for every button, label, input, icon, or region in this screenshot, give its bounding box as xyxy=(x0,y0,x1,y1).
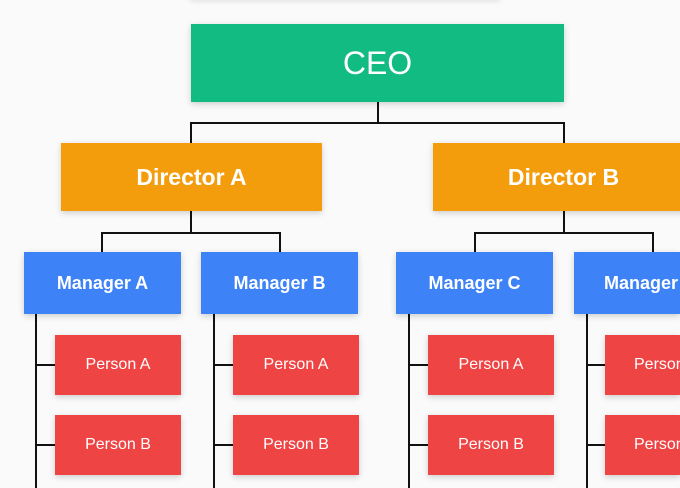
connector-ceo-horizontal xyxy=(190,122,565,124)
manager-b-label: Manager B xyxy=(233,272,326,293)
manager-d-label: Manager xyxy=(604,272,679,293)
connector-director-a-down xyxy=(190,211,192,233)
person-m1-1-node[interactable]: Person A xyxy=(55,335,181,395)
tick-m3-p1 xyxy=(408,364,429,366)
tick-m2-p1 xyxy=(213,364,234,366)
tick-m1-p1 xyxy=(35,364,56,366)
person-label: Person A xyxy=(458,356,524,373)
tick-m4-p2 xyxy=(586,444,607,446)
person-m1-2-node[interactable]: Person B xyxy=(55,415,181,475)
person-label: Person A xyxy=(263,356,329,373)
connector-director-a-horizontal xyxy=(101,232,281,234)
tick-m3-p2 xyxy=(408,444,429,446)
director-a-label: Director A xyxy=(136,163,247,190)
ceo-node[interactable]: CEO xyxy=(191,24,564,102)
tick-m1-p2 xyxy=(35,444,56,446)
connector-to-manager-c xyxy=(474,232,476,252)
manager-c-label: Manager C xyxy=(428,272,521,293)
spine-manager-d xyxy=(586,314,588,488)
person-m2-2-node[interactable]: Person B xyxy=(233,415,359,475)
manager-a-label: Manager A xyxy=(56,272,149,293)
person-label: Person A xyxy=(85,356,151,373)
connector-to-manager-a xyxy=(101,232,103,252)
connector-director-b-down xyxy=(563,211,565,233)
connector-to-manager-d xyxy=(652,232,654,252)
person-m4-1-node[interactable]: Person xyxy=(605,335,680,395)
manager-b-node[interactable]: Manager B xyxy=(201,252,358,314)
manager-a-node[interactable]: Manager A xyxy=(24,252,181,314)
manager-d-node[interactable]: Manager xyxy=(574,252,680,314)
spine-manager-b xyxy=(213,314,215,488)
person-label: Person xyxy=(634,356,680,373)
person-label: Person B xyxy=(263,436,329,453)
spine-manager-c xyxy=(408,314,410,488)
person-m2-1-node[interactable]: Person A xyxy=(233,335,359,395)
connector-director-b-horizontal xyxy=(474,232,654,234)
person-label: Person B xyxy=(458,436,524,453)
person-m4-2-node[interactable]: Person xyxy=(605,415,680,475)
manager-c-node[interactable]: Manager C xyxy=(396,252,553,314)
person-m3-2-node[interactable]: Person B xyxy=(428,415,554,475)
person-m3-1-node[interactable]: Person A xyxy=(428,335,554,395)
connector-ceo-down xyxy=(377,102,379,124)
person-label: Person B xyxy=(85,436,151,453)
connector-to-manager-b xyxy=(279,232,281,252)
spine-manager-a xyxy=(35,314,37,488)
director-b-node[interactable]: Director B xyxy=(433,143,680,211)
director-a-node[interactable]: Director A xyxy=(61,143,322,211)
director-b-label: Director B xyxy=(507,163,620,190)
tick-m2-p2 xyxy=(213,444,234,446)
connector-to-director-b xyxy=(563,122,565,143)
connector-to-director-a xyxy=(190,122,192,143)
person-label: Person xyxy=(634,436,680,453)
tick-m4-p1 xyxy=(586,364,607,366)
ceo-label: CEO xyxy=(342,44,413,81)
